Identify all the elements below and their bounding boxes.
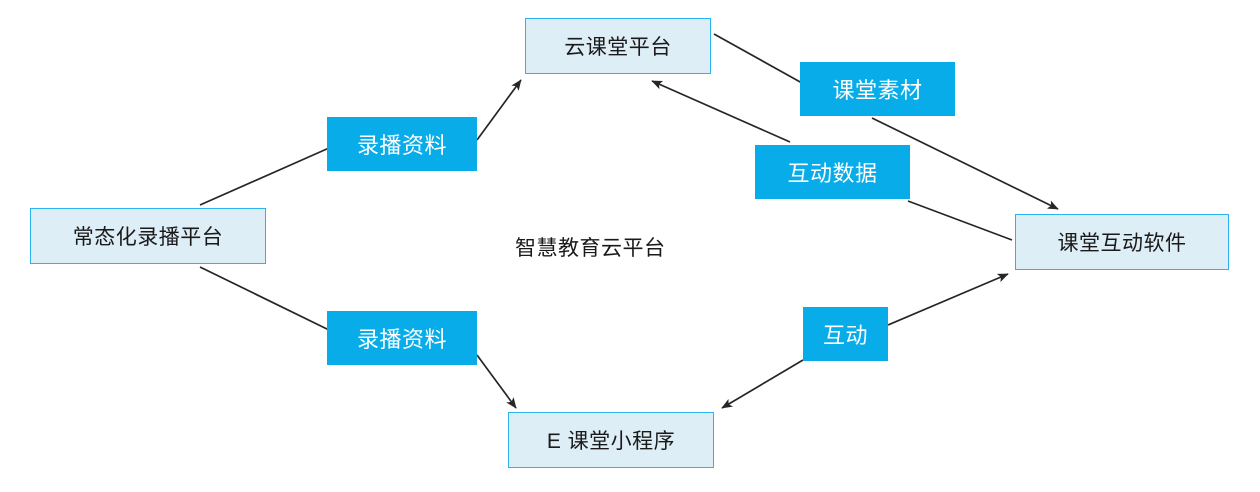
edge-label-classroom-material[interactable]: 课堂素材: [800, 62, 955, 116]
node-cloud-classroom[interactable]: 云课堂平台: [525, 18, 711, 74]
edge-label-text: 课堂素材: [832, 78, 923, 103]
node-label: 常态化录播平台: [72, 226, 224, 249]
edge-label-text: 录播资料: [356, 327, 447, 352]
edge-label-interaction[interactable]: 互动: [803, 307, 888, 361]
node-label: 课堂互动软件: [1057, 232, 1187, 255]
node-e-classroom-applet[interactable]: E 课堂小程序: [508, 412, 714, 468]
edge-label-recorded-material-bottom[interactable]: 录播资料: [327, 311, 477, 365]
edge-label-recorded-material-top[interactable]: 录播资料: [327, 117, 477, 171]
node-label: 云课堂平台: [564, 36, 672, 59]
center-caption: 智慧教育云平台: [515, 237, 666, 260]
node-recording-platform[interactable]: 常态化录播平台: [30, 208, 266, 264]
node-interaction-software[interactable]: 课堂互动软件: [1015, 214, 1229, 270]
edge-label-interaction-data[interactable]: 互动数据: [755, 145, 910, 199]
edge-label-text: 互动数据: [787, 161, 878, 186]
edge-label-text: 录播资料: [356, 133, 447, 158]
edge-label-text: 互动: [822, 323, 868, 348]
node-label: E 课堂小程序: [546, 430, 676, 453]
